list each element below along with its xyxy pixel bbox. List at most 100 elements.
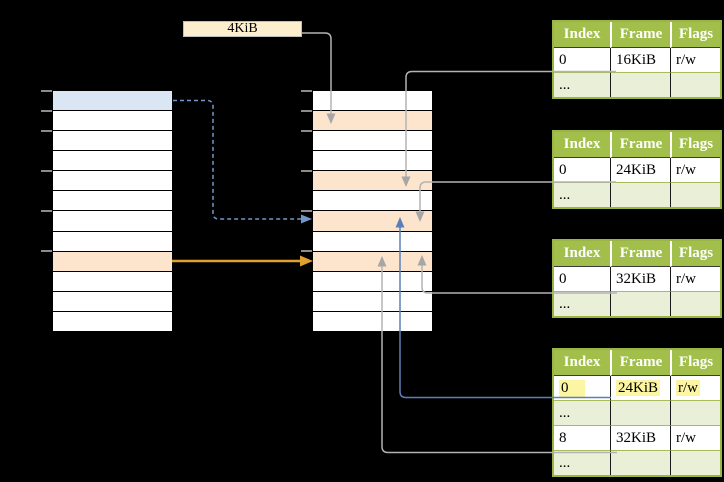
table-cell [670, 73, 720, 97]
memory-cell-orange [313, 171, 432, 192]
memory-cell-white [313, 131, 432, 152]
table-cell [670, 451, 720, 475]
tick-mark [301, 110, 312, 112]
memory-cell-white [53, 211, 172, 232]
middle-memory-column [312, 90, 433, 332]
tick-mark [41, 90, 52, 92]
table-cell: 24KiB [610, 158, 670, 183]
memory-cell-white [53, 231, 172, 252]
page-size-label: 4KiB [227, 21, 258, 36]
table-cell: 32KiB [610, 267, 670, 292]
column-header-index: Index [554, 132, 610, 158]
tick-mark [301, 130, 312, 132]
memory-cell-white [53, 111, 172, 132]
table-cell [610, 292, 670, 316]
table-cell: ... [554, 451, 610, 475]
tick-mark [41, 250, 52, 252]
tick-mark [41, 130, 52, 132]
column-header-frame: Frame [610, 241, 670, 267]
table-cell: 0 [554, 267, 610, 292]
memory-cell-white [313, 311, 432, 331]
memory-cell-white [53, 271, 172, 292]
column-header-frame: Frame [610, 132, 670, 158]
highlighted-value: r/w [676, 379, 700, 396]
highlighted-value: 24KiB [616, 379, 661, 396]
table-row: ... [554, 183, 720, 207]
table-cell: ... [554, 401, 610, 426]
tick-mark [41, 210, 52, 212]
table-row: ... [554, 292, 720, 316]
highlighted-value: 0 [559, 379, 585, 397]
memory-cell-white [313, 151, 432, 172]
memory-cell-orange [313, 211, 432, 232]
table-cell: 0 [554, 376, 610, 401]
column-header-flags: Flags [670, 241, 720, 267]
table-row: ... [554, 451, 720, 475]
memory-cell-white [53, 311, 172, 331]
memory-cell-blue [53, 91, 172, 112]
table-cell: 0 [554, 158, 610, 183]
tick-mark [41, 110, 52, 112]
memory-cell-white [53, 291, 172, 312]
tick-mark [301, 210, 312, 212]
memory-cell-orange [313, 111, 432, 132]
table-cell: ... [554, 73, 610, 97]
memory-cell-orange [53, 251, 172, 272]
memory-cell-white [313, 91, 432, 112]
column-header-flags: Flags [670, 132, 720, 158]
memory-cell-white [313, 191, 432, 212]
column-header-frame: Frame [610, 350, 670, 376]
table-cell [610, 73, 670, 97]
table-row: ... [554, 73, 720, 97]
table-cell: ... [554, 292, 610, 316]
column-header-flags: Flags [670, 22, 720, 48]
table-cell: ... [554, 183, 610, 207]
tick-mark [301, 250, 312, 252]
tick-mark [41, 170, 52, 172]
table-cell: r/w [670, 267, 720, 292]
memory-cell-orange [313, 251, 432, 272]
column-header-index: Index [554, 241, 610, 267]
table-cell [610, 401, 670, 426]
memory-cell-white [313, 291, 432, 312]
table-cell: 8 [554, 426, 610, 451]
table-row: ... [554, 401, 720, 426]
column-header-index: Index [554, 22, 610, 48]
table-cell: r/w [670, 48, 720, 73]
table-cell: r/w [670, 376, 720, 401]
memory-cell-white [53, 171, 172, 192]
memory-cell-white [313, 231, 432, 252]
memory-cell-white [53, 131, 172, 152]
arrow-dashed-blue-cell-to-row7 [173, 99, 301, 220]
memory-cell-white [313, 271, 432, 292]
memory-cell-white [53, 191, 172, 212]
column-header-flags: Flags [670, 350, 720, 376]
left-memory-column [52, 90, 173, 332]
table-cell [670, 292, 720, 316]
table-cell: r/w [670, 426, 720, 451]
table-cell: 24KiB [610, 376, 670, 401]
table-cell: r/w [670, 158, 720, 183]
tick-mark [301, 90, 312, 92]
memory-cell-white [53, 151, 172, 172]
table-row: 0 24KiB r/w [554, 376, 720, 401]
table-cell: 0 [554, 48, 610, 73]
table-cell [670, 183, 720, 207]
table-cell [610, 451, 670, 475]
table-cell: 32KiB [610, 426, 670, 451]
column-header-index: Index [554, 350, 610, 376]
table-cell: 16KiB [610, 48, 670, 73]
page-size-label-box: 4KiB [183, 21, 302, 37]
column-header-frame: Frame [610, 22, 670, 48]
table-cell [610, 183, 670, 207]
arrowhead-dashed-blue [301, 214, 312, 224]
table-cell [670, 401, 720, 426]
